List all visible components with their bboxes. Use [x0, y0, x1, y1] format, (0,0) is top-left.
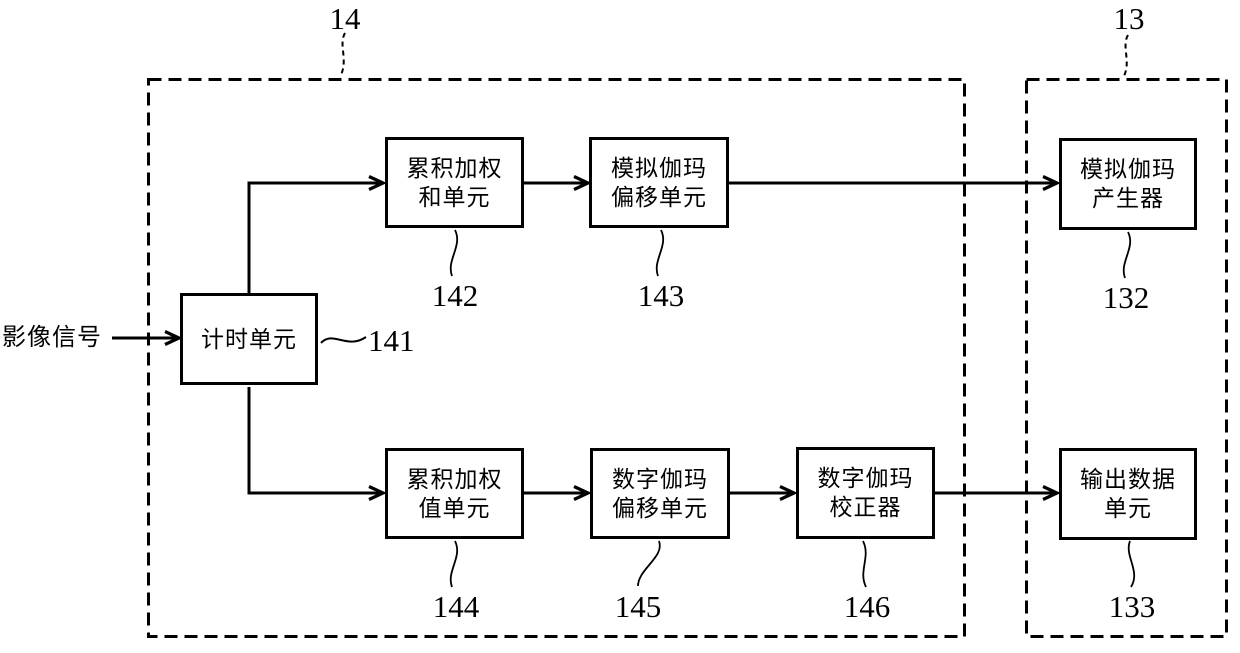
arrowhead-132 — [1042, 175, 1061, 191]
block-143-label-line2: 偏移单元 — [611, 183, 707, 210]
block-146-label-line1: 数字伽玛 — [817, 465, 914, 491]
block-141-label: 计时单元 — [201, 325, 297, 352]
block-133-output-data-unit: 输出数据 单元 — [1059, 448, 1197, 540]
block-142-accumulated-weight-sum-unit: 累积加权 和单元 — [385, 137, 524, 228]
group-14-outline — [147, 78, 966, 638]
leader-146 — [862, 540, 867, 588]
block-145-digital-gamma-offset-unit: 数字伽玛 偏移单元 — [590, 448, 730, 539]
arrow-141-to-144 — [247, 387, 379, 495]
block-145-label-line1: 数字伽玛 — [612, 465, 708, 492]
leader-143 — [655, 229, 664, 277]
ref-label-group-14: 14 — [329, 1, 361, 36]
block-132-label-line2: 产生器 — [1092, 185, 1164, 211]
ref-label-141: 141 — [368, 323, 415, 358]
block-144-label-line2: 值单元 — [418, 494, 491, 521]
leader-132 — [1122, 231, 1131, 279]
arrowhead-144 — [368, 485, 387, 501]
arrowhead-133 — [1042, 485, 1061, 501]
arrow-141-to-142 — [247, 181, 379, 293]
arrowhead-142 — [368, 175, 387, 191]
block-132-analog-gamma-generator: 模拟伽玛 产生器 — [1059, 138, 1197, 230]
block-132-label-line1: 模拟伽玛 — [1080, 156, 1176, 182]
block-142-label-line2: 和单元 — [418, 183, 491, 210]
block-144-label-line1: 累积加权 — [406, 465, 503, 492]
block-146-digital-gamma-corrector: 数字伽玛 校正器 — [796, 447, 935, 539]
arrowhead-145 — [573, 485, 592, 501]
leader-145 — [637, 540, 661, 587]
block-146-label-line2: 校正器 — [829, 494, 902, 520]
arrowhead-input — [164, 330, 183, 346]
ref-label-146: 146 — [843, 589, 891, 624]
leader-group-13 — [1122, 34, 1129, 79]
block-142-label-line1: 累积加权 — [406, 154, 503, 181]
block-143-analog-gamma-offset-unit: 模拟伽玛 偏移单元 — [589, 137, 729, 228]
leader-133 — [1127, 540, 1136, 588]
input-signal-label: 影像信号 — [2, 324, 102, 351]
ref-label-132: 132 — [1102, 280, 1150, 315]
ref-label-143: 143 — [637, 278, 685, 313]
block-144-accumulated-weight-value-unit: 累积加权 值单元 — [385, 448, 524, 539]
ref-label-133: 133 — [1108, 589, 1156, 624]
arrowhead-143 — [573, 175, 592, 191]
ref-label-144: 144 — [432, 589, 480, 624]
group-13-outline — [1025, 78, 1228, 638]
ref-label-group-13: 13 — [1113, 1, 1145, 36]
ref-label-142: 142 — [431, 278, 479, 313]
leader-142 — [449, 229, 458, 277]
leader-141-tilde — [320, 336, 367, 344]
block-133-label-line2: 单元 — [1104, 495, 1152, 521]
arrowhead-146 — [779, 485, 798, 501]
leader-144 — [449, 540, 458, 588]
block-141-timing-unit: 计时单元 — [180, 293, 318, 385]
block-133-label-line1: 输出数据 — [1080, 466, 1176, 492]
leader-group-14 — [339, 32, 346, 78]
block-143-label-line1: 模拟伽玛 — [611, 154, 707, 181]
ref-label-145: 145 — [614, 589, 662, 624]
block-145-label-line2: 偏移单元 — [612, 494, 708, 521]
